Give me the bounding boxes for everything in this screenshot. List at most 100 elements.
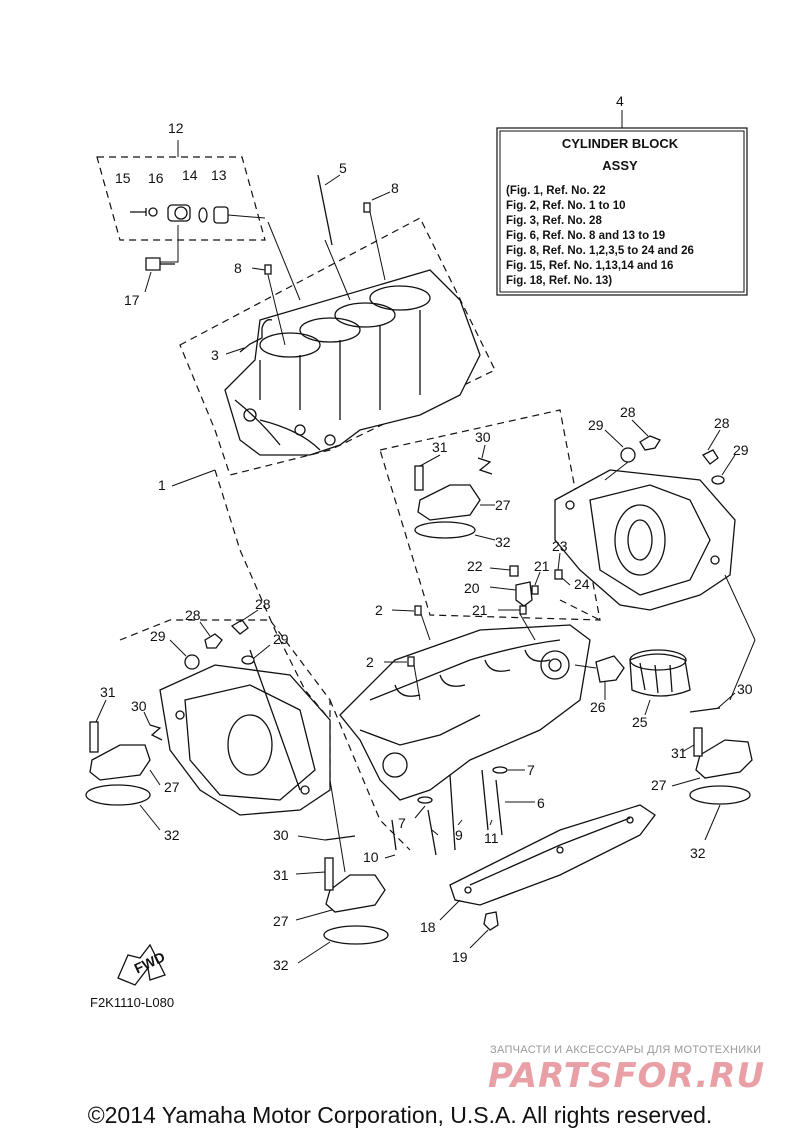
watermark-logo: PARTSFOR.RU xyxy=(488,1056,766,1096)
callout-number: 32 xyxy=(273,957,289,973)
o-ring xyxy=(241,655,255,665)
oil-pan xyxy=(439,804,656,921)
bolt xyxy=(639,435,661,451)
callout-number: 7 xyxy=(527,762,535,778)
union-bolt xyxy=(595,655,625,683)
callout-number: 21 xyxy=(472,602,488,618)
callout-number: 29 xyxy=(733,442,749,458)
infobox-line: Fig. 8, Ref. No. 1,2,3,5 to 24 and 26 xyxy=(506,245,694,257)
callout-number: 30 xyxy=(273,827,289,843)
callout-number: 28 xyxy=(185,607,201,623)
dowel-pin xyxy=(363,202,371,213)
callout-number: 21 xyxy=(534,558,550,574)
dowel-pin xyxy=(554,569,563,580)
copyright-notice: ©2014 Yamaha Motor Corporation, U.S.A. A… xyxy=(87,1102,713,1128)
crankcase-cover-right xyxy=(554,469,736,611)
infobox-subtitle: ASSY xyxy=(602,158,638,173)
callout-number: 17 xyxy=(124,292,140,308)
bolt xyxy=(509,565,519,577)
callout-number: 32 xyxy=(164,827,180,843)
o-ring xyxy=(711,475,725,485)
callout-number: 22 xyxy=(467,558,483,574)
callout-number: 30 xyxy=(475,429,491,445)
cylinder-block-infobox: CYLINDER BLOCK ASSY (Fig. 1, Ref. No. 22… xyxy=(496,93,748,296)
oil-filter xyxy=(629,649,691,697)
callout-number: 8 xyxy=(391,180,399,196)
callout-number: 29 xyxy=(273,631,289,647)
callout-number: 14 xyxy=(182,167,198,183)
callout-number: 8 xyxy=(234,260,242,276)
crankcase-cover-left xyxy=(159,649,331,816)
callout-number: 28 xyxy=(620,404,636,420)
infobox-line: (Fig. 1, Ref. No. 22 xyxy=(506,185,606,197)
engine-mount xyxy=(85,699,163,831)
callout-number: 3 xyxy=(211,347,219,363)
oil-pipe-fitting xyxy=(515,581,533,607)
bolt xyxy=(204,633,223,649)
callout-number: 9 xyxy=(455,827,463,843)
callout-number: 5 xyxy=(339,160,347,176)
callout-number: 1 xyxy=(158,477,166,493)
sensor-assembly xyxy=(130,140,266,293)
dowel-pin xyxy=(407,656,415,667)
callout-number: 26 xyxy=(590,699,606,715)
figure-code: F2K1110-L080 xyxy=(90,995,175,1010)
callout-number: 24 xyxy=(574,576,590,592)
callout-number: 27 xyxy=(273,913,289,929)
callout-number: 10 xyxy=(363,849,379,865)
callout-number: 27 xyxy=(495,497,511,513)
callout-number: 31 xyxy=(671,745,687,761)
callout-number: 2 xyxy=(366,654,374,670)
callout-number: 29 xyxy=(588,417,604,433)
infobox-line: Fig. 18, Ref. No. 13) xyxy=(506,275,612,287)
callout-number: 20 xyxy=(464,580,480,596)
callout-number: 13 xyxy=(211,167,227,183)
infobox-line: Fig. 3, Ref. No. 28 xyxy=(506,215,602,227)
watermark-subtitle: ЗАПЧАСТИ И АКСЕССУАРЫ ДЛЯ МОТОТЕХНИКИ xyxy=(490,1044,762,1056)
callout-number: 2 xyxy=(375,602,383,618)
callout-number: 27 xyxy=(651,777,667,793)
callout-number: 25 xyxy=(632,714,648,730)
bolt xyxy=(483,911,499,931)
infobox-line: Fig. 15, Ref. No. 1,13,14 and 16 xyxy=(506,260,673,272)
forward-arrow-icon: FWD xyxy=(117,943,167,986)
infobox-line: Fig. 6, Ref. No. 8 and 13 to 19 xyxy=(506,230,665,242)
callout-number: 12 xyxy=(168,120,184,136)
callout-number: 19 xyxy=(452,949,468,965)
callout-number: 30 xyxy=(131,698,147,714)
bolt xyxy=(230,619,249,635)
callout-number: 31 xyxy=(100,684,116,700)
bolt xyxy=(702,449,719,465)
crankcase-bolts xyxy=(384,766,535,859)
washer xyxy=(184,654,200,670)
callout-number: 18 xyxy=(420,919,436,935)
callout-number: 16 xyxy=(148,170,164,186)
dowel-pin xyxy=(519,605,527,615)
callout-labels: 12 15 16 14 13 17 5 8 8 3 1 31 30 27 32 … xyxy=(100,120,753,973)
callout-number: 30 xyxy=(737,681,753,697)
callout-number: 31 xyxy=(273,867,289,883)
callout-number: 32 xyxy=(690,845,706,861)
callout-number: 28 xyxy=(714,415,730,431)
callout-number: 23 xyxy=(552,538,568,554)
fitting-hose-nipple xyxy=(239,319,273,353)
stud-bolt xyxy=(317,174,351,301)
callout-4: 4 xyxy=(616,93,624,109)
engine-mount xyxy=(295,779,389,964)
dowel-pin xyxy=(531,585,539,595)
crankcase xyxy=(339,624,591,801)
callout-number: 29 xyxy=(150,628,166,644)
dowel-pin xyxy=(264,264,272,275)
callout-number: 31 xyxy=(432,439,448,455)
infobox-line: Fig. 2, Ref. No. 1 to 10 xyxy=(506,200,626,212)
washer xyxy=(620,447,636,463)
callout-number: 27 xyxy=(164,779,180,795)
engine-mount xyxy=(414,444,496,541)
callout-number: 6 xyxy=(537,795,545,811)
callout-number: 7 xyxy=(398,815,406,831)
callout-number: 11 xyxy=(484,830,499,846)
engine-mount xyxy=(671,692,753,841)
dowel-pin xyxy=(414,605,422,616)
